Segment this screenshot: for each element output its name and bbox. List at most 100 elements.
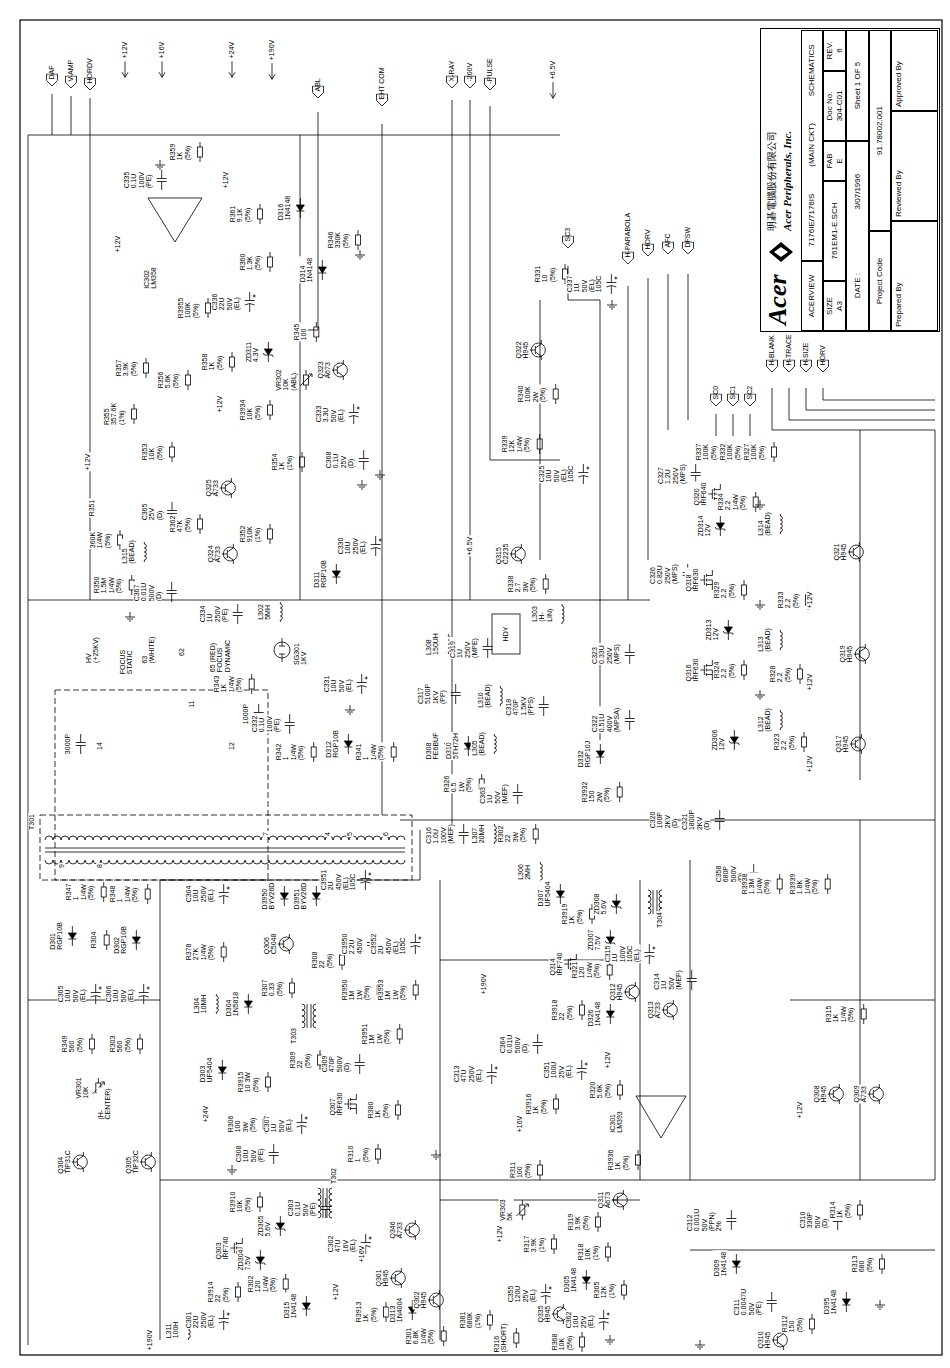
- part-label: R329 2.2 (5%): [713, 581, 735, 600]
- part-label: C331 10U 50V (EL): [323, 675, 352, 694]
- capacitor-symbol: [533, 1034, 543, 1054]
- resistor-symbol: [800, 664, 801, 684]
- part-label: R305 12K (1%): [593, 1281, 615, 1300]
- node-text: V-AMP: [65, 56, 77, 89]
- resistor-symbol: [777, 879, 782, 889]
- annotation-label: T303: [290, 1027, 297, 1045]
- zener-diode-symbol: [276, 1223, 284, 1229]
- resistor-symbol: [777, 874, 782, 894]
- resistor-symbol: [582, 1000, 583, 1020]
- part-label: Q304 TIP31C: [57, 1149, 72, 1175]
- resistor-symbol: [825, 874, 830, 894]
- diode-symbol: [732, 1261, 740, 1267]
- resistor-symbol: [266, 1072, 271, 1092]
- capacitor-symbol: [625, 644, 635, 664]
- capacitor-symbol: [285, 714, 295, 734]
- wire: [789, 388, 935, 420]
- supply-arrow: [159, 61, 165, 77]
- part-label: L312 (BEAD): [757, 707, 772, 733]
- transistor-symbol: [277, 934, 293, 954]
- diode-symbol: [344, 734, 352, 754]
- electrolytic-capacitor-symbol: [245, 292, 256, 312]
- wire: [382, 124, 383, 815]
- resistor-symbol: [290, 978, 295, 998]
- diode-symbol: [280, 893, 288, 899]
- annotation-label: +190V: [146, 1329, 153, 1351]
- offpage-connector: SC2: [744, 394, 756, 407]
- resistor-symbol: [413, 980, 418, 1000]
- part-label: R328 2.2 (5%): [769, 665, 791, 684]
- potentiometer-symbol: [516, 1200, 528, 1220]
- part-label: C336 22U 50V (EL): [211, 293, 240, 312]
- node-text: SC0: [710, 382, 722, 407]
- transistor-symbol: [623, 982, 635, 1002]
- resistor-symbol: [441, 1326, 446, 1346]
- part-label: R3916 1K (5%): [525, 1093, 547, 1116]
- part-label: C319 1U 250V (MPE): [449, 637, 478, 659]
- part-label: Q318 IRF630: [685, 568, 700, 593]
- resistor-symbol: [580, 1337, 585, 1347]
- supply-arrow: [550, 82, 556, 98]
- diode-symbol: [582, 1270, 590, 1290]
- part-label: R349 560 (5%): [61, 1035, 83, 1054]
- diode-symbol: [296, 198, 304, 218]
- annotation-label: +16V: [516, 1115, 523, 1134]
- part-label: C3952 2U 450V (EL) 105C: [370, 933, 407, 956]
- resistor-symbol: [636, 1155, 641, 1165]
- part-label: R348 1 1/4W (5%): [109, 885, 138, 904]
- resistor-symbol: [598, 1212, 599, 1232]
- annotation-label: +6.5V: [466, 536, 473, 557]
- part-label: Q307 IRF630: [329, 1092, 344, 1117]
- resistor-symbol: [543, 574, 548, 594]
- offpage-connector: SC0: [710, 394, 722, 407]
- inductor-symbol: [500, 686, 502, 706]
- part-label: R345 100: [293, 323, 308, 342]
- annotation-label: +12V: [496, 1225, 503, 1244]
- diode-symbol: [332, 564, 340, 584]
- wire: [540, 300, 541, 560]
- capacitor-symbol: [767, 1292, 777, 1312]
- inductor-symbol: [494, 734, 496, 754]
- part-label: C364 0.01U 500V (D): [499, 1034, 528, 1055]
- capacitor-symbol: [167, 582, 177, 602]
- node-text: DFSW: [682, 223, 694, 255]
- electrolytic-capacitor-symbol: [360, 870, 371, 890]
- capacitor-symbol: [715, 810, 725, 830]
- capacitor-symbol: [539, 696, 549, 716]
- capacitor-symbol: [355, 1054, 365, 1074]
- resistor-symbol: [415, 980, 416, 1000]
- part-label: R354 1K (1%): [271, 453, 293, 472]
- part-label: C334 1U 250V (PE): [199, 605, 228, 624]
- diode-symbol: [344, 734, 352, 754]
- resistor-symbol: [582, 1332, 583, 1352]
- part-label: R359 1K (5%): [169, 143, 191, 162]
- transistor-symbol: [847, 542, 859, 562]
- ground-symbol: [695, 1340, 705, 1349]
- dashed-enclosure: [55, 690, 268, 880]
- electrolytic-capacitor-symbol: [297, 1114, 308, 1134]
- logo-mark: [774, 247, 788, 257]
- part-label: C327 1.2U 250V (MPS): [657, 463, 686, 485]
- resistor-symbol: [340, 955, 345, 965]
- electrolytic-capacitor-symbol: [371, 536, 382, 556]
- part-label: R3934 10K (5%): [239, 399, 261, 422]
- part-label: R303 560 (5%): [109, 1035, 131, 1054]
- node-text: H-BLANK: [766, 331, 778, 372]
- electrolytic-capacitor-symbol: [219, 1310, 230, 1330]
- mosfet-symbol: [344, 1094, 356, 1114]
- mosfet-symbol: [700, 660, 712, 680]
- part-label: Q316 IRF630: [685, 658, 700, 683]
- resistor-symbol: [537, 439, 542, 449]
- supply-arrow: [122, 61, 128, 77]
- part-label: R302 120 1/4W (5%): [247, 1275, 276, 1294]
- potentiometer-symbol: [300, 370, 312, 390]
- resistor-symbol: [268, 252, 273, 272]
- zener-diode-symbol: [255, 1250, 265, 1270]
- part-label: R3932 150 2W (5%): [581, 781, 610, 804]
- part-label: C315 1U 100V 105C (EL): [604, 945, 641, 964]
- diode-symbol: [582, 1277, 590, 1283]
- diode-symbol: [218, 1060, 226, 1080]
- inductor-symbol: [780, 514, 782, 534]
- transistor-symbol: [827, 1084, 839, 1104]
- resistor-symbol: [268, 1072, 269, 1092]
